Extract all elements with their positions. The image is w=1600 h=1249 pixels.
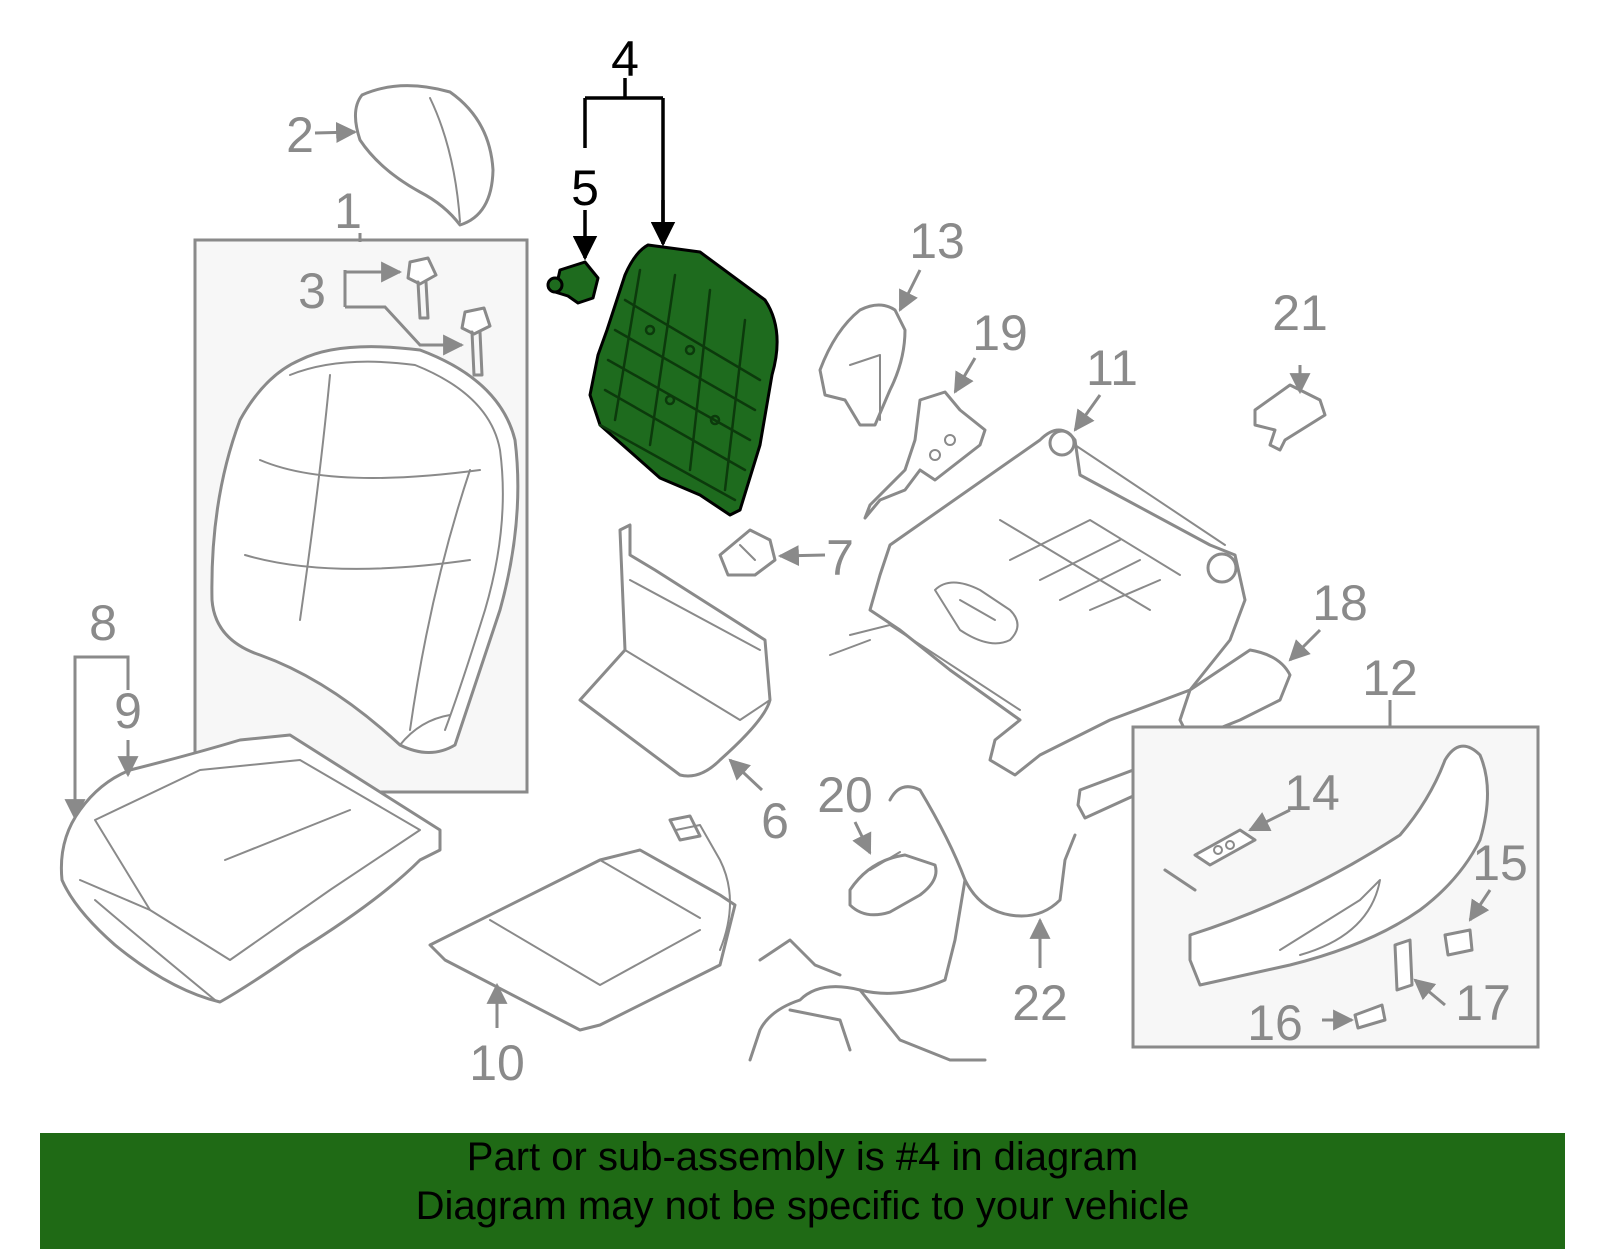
part-5-recliner-knob-highlight bbox=[546, 260, 600, 305]
part-11-seat-frame bbox=[829, 428, 1247, 777]
callout-10: 10 bbox=[469, 1035, 525, 1091]
callout-14: 14 bbox=[1284, 765, 1340, 821]
callout-21: 21 bbox=[1272, 285, 1328, 341]
part-6-back-panel bbox=[578, 523, 772, 778]
part-19-recliner-bracket bbox=[863, 390, 987, 520]
part-3-guide-pins bbox=[406, 256, 492, 377]
callout-7: 7 bbox=[826, 530, 854, 586]
callout-9: 9 bbox=[114, 683, 142, 739]
part-21-bracket bbox=[1253, 383, 1327, 452]
callout-3: 3 bbox=[298, 263, 326, 319]
callout-16: 16 bbox=[1247, 995, 1303, 1051]
callout-19: 19 bbox=[972, 305, 1028, 361]
leader-lines-highlight bbox=[572, 78, 676, 261]
callout-18: 18 bbox=[1312, 575, 1368, 631]
callout-12: 12 bbox=[1362, 650, 1418, 706]
callout-6: 6 bbox=[761, 793, 789, 849]
callout-11: 11 bbox=[1086, 340, 1138, 396]
callout-13: 13 bbox=[909, 213, 965, 269]
callout-20: 20 bbox=[817, 767, 873, 823]
callout-22: 22 bbox=[1012, 975, 1068, 1031]
callout-1: 1 bbox=[334, 183, 362, 239]
part-12-side-shield-group bbox=[1131, 725, 1540, 1049]
callout-15: 15 bbox=[1472, 835, 1528, 891]
callout-2: 2 bbox=[286, 107, 314, 163]
callout-17: 17 bbox=[1455, 975, 1511, 1031]
callout-4: 4 bbox=[611, 31, 639, 87]
part-7-bracket bbox=[718, 528, 777, 577]
part-2-headrest bbox=[354, 84, 495, 227]
info-banner: Part or sub-assembly is #4 in diagram Di… bbox=[40, 1133, 1565, 1249]
leader-lines bbox=[64, 121, 1492, 1031]
part-22-wire-harness bbox=[748, 785, 1077, 1062]
banner-line-disclaimer: Diagram may not be specific to your vehi… bbox=[415, 1184, 1190, 1228]
part-20-knob bbox=[848, 851, 938, 917]
callout-labels: 1 2 3 4 5 6 7 8 9 10 11 12 13 14 15 16 1… bbox=[89, 31, 1528, 1091]
part-4-seatback-frame-highlight bbox=[588, 243, 779, 517]
part-13-side-cover bbox=[818, 303, 907, 427]
part-8-seat-cushion bbox=[59, 733, 442, 1004]
callout-8: 8 bbox=[89, 595, 117, 651]
part-10-cushion-pan bbox=[428, 814, 737, 1032]
callout-5: 5 bbox=[571, 160, 599, 216]
banner-line-part: Part or sub-assembly is #4 in diagram bbox=[466, 1135, 1139, 1179]
